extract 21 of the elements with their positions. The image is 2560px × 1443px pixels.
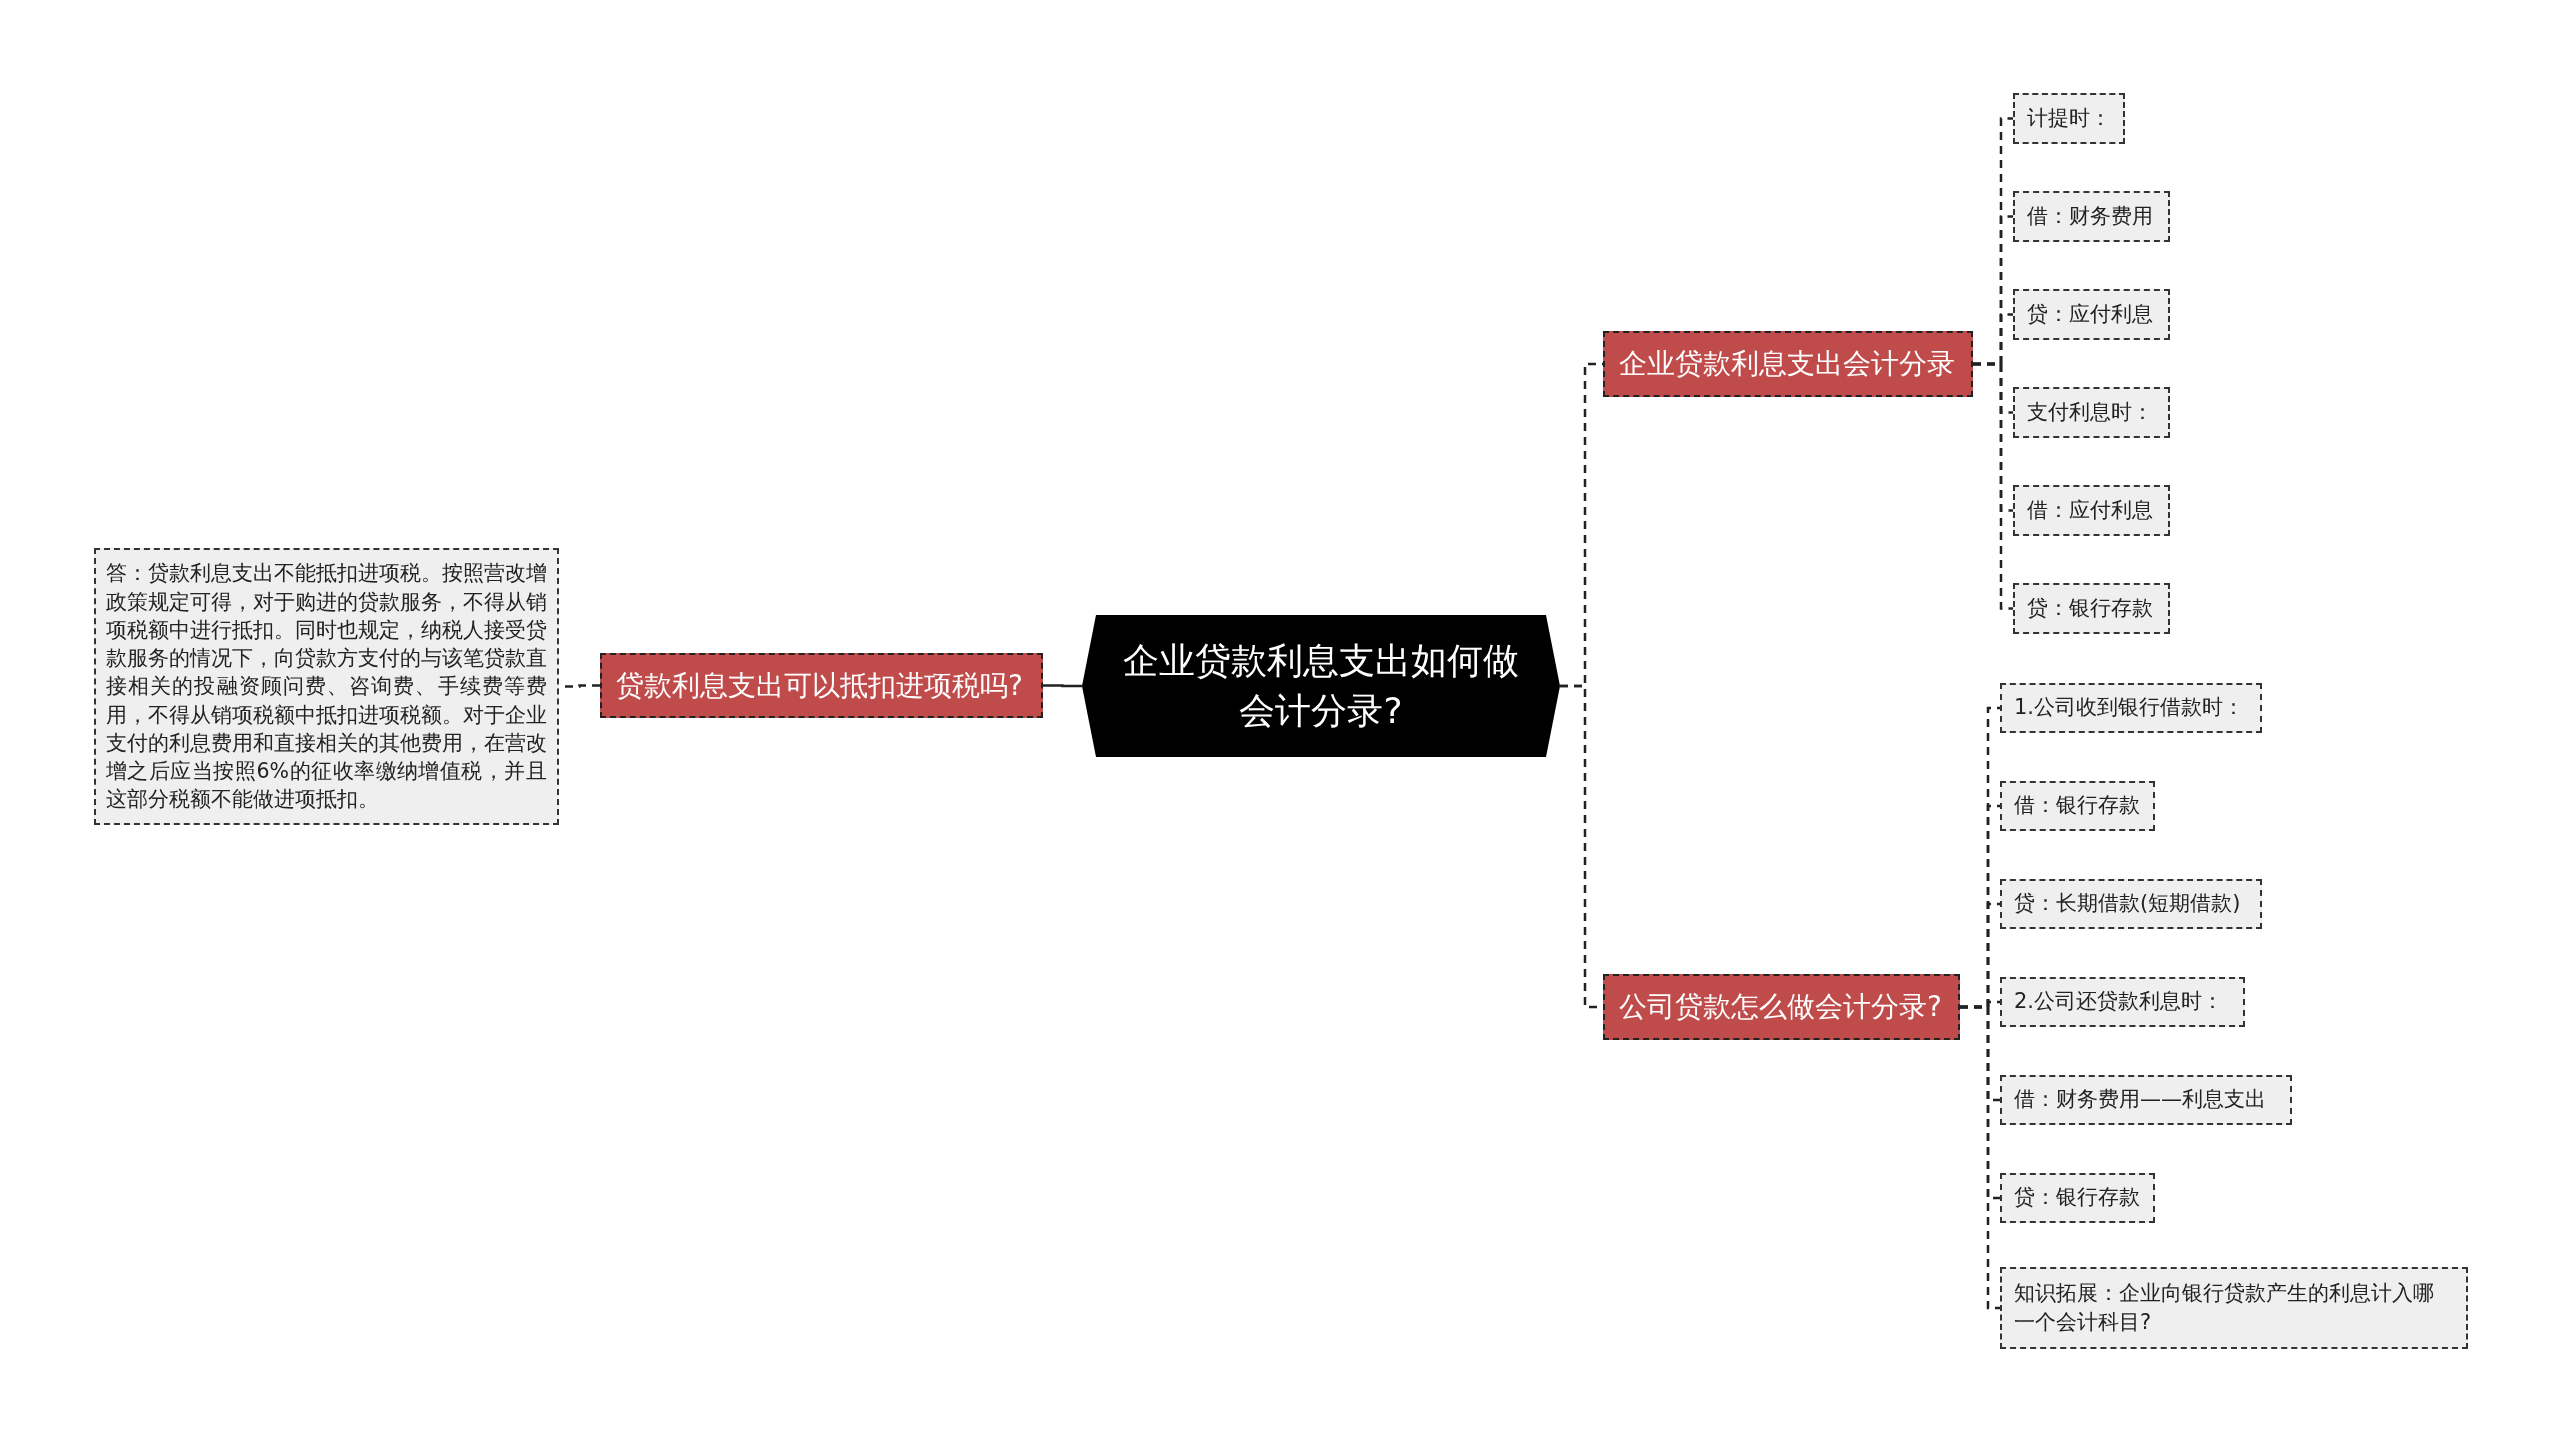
entry-box: 借：财务费用	[2013, 191, 2170, 242]
answer-box: 答：贷款利息支出不能抵扣进项税。按照营改增政策规定可得，对于购进的贷款服务，不得从销项税额中进行抵扣。同时也规定，纳税人接受贷款服务的情况下，向贷款方支付的与该笔贷款直接相关的投融资顾问费、咨询费、手续费等费用，不得从销项税额中抵扣进项税额。对于企业支付的利息费用和直接相关的其他费用，在营改增之后应当按照6%的征收率缴纳增值税，并且这部分税额不能做进项抵扣。	[94, 548, 559, 825]
entry-box: 贷：长期借款(短期借款)	[2000, 879, 2262, 929]
central-topic: 企业贷款利息支出如何做会计分录?	[1082, 615, 1560, 757]
topic-box: 贷款利息支出可以抵扣进项税吗?	[600, 653, 1043, 718]
entry-box: 2.公司还贷款利息时：	[2000, 977, 2245, 1027]
entry-box: 1.公司收到银行借款时：	[2000, 683, 2262, 733]
entry-box: 借：应付利息	[2013, 485, 2170, 536]
topic-box: 企业贷款利息支出会计分录	[1603, 331, 1973, 397]
connector-line	[1973, 362, 2013, 610]
entry-box: 支付利息时：	[2013, 387, 2170, 438]
entry-box: 借：财务费用——利息支出	[2000, 1075, 2292, 1125]
entry-box: 贷：银行存款	[2013, 583, 2170, 634]
connector-line	[1960, 1005, 2000, 1310]
entry-box: 贷：应付利息	[2013, 289, 2170, 340]
entry-box: 知识拓展：企业向银行贷款产生的利息计入哪一个会计科目?	[2000, 1267, 2468, 1349]
connector-line	[1043, 684, 1082, 688]
topic-box: 公司贷款怎么做会计分录?	[1603, 974, 1960, 1040]
entry-box: 计提时：	[2013, 93, 2125, 144]
entry-box: 贷：银行存款	[2000, 1173, 2155, 1223]
entry-box: 借：银行存款	[2000, 781, 2155, 831]
